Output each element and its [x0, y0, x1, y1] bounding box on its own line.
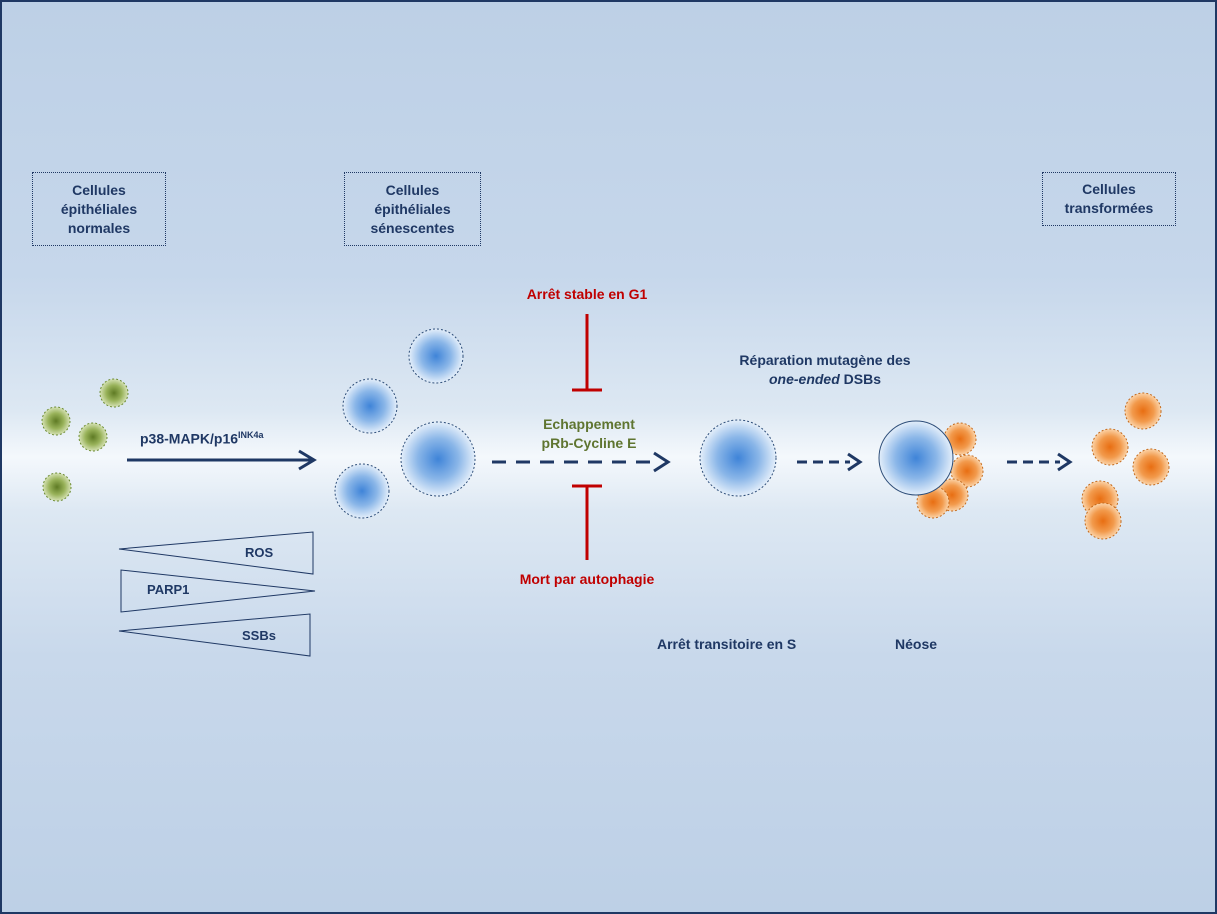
normal-label-line3: normales: [67, 219, 131, 236]
pathway-main: p38-MAPK/p16: [140, 430, 239, 447]
neosis-label: Néose: [895, 636, 938, 652]
transformed-label-line1: Cellules: [1082, 181, 1136, 197]
ros-gradient-triangle: [118, 531, 314, 575]
senescent-cell: [334, 463, 390, 519]
senescent-cells: [334, 328, 476, 519]
pathway-label: p38-MAPK/p16INK4a: [140, 426, 264, 449]
senescent-cell: [400, 421, 476, 497]
transformed-cells-label: Cellules transformées: [1042, 172, 1176, 226]
escape-line2: pRb-Cycline E: [541, 435, 637, 451]
escape-label: Echappement pRb-Cycline E: [542, 415, 637, 453]
repair-rest: DSBs: [839, 371, 881, 387]
senescent-label-line1: Cellules: [385, 181, 440, 198]
transformed-cell: [1124, 392, 1162, 430]
g1-arrest-label: Arrêt stable en G1: [526, 286, 648, 302]
s-phase-cell: [699, 419, 777, 497]
neosis-mother-cell: [878, 420, 954, 496]
repair-line2: one-ended DSBs: [739, 370, 910, 389]
parp1-gradient-triangle: [120, 569, 316, 613]
repair-line1: Réparation mutagène des: [739, 352, 911, 368]
parp1-label: PARP1: [147, 582, 190, 597]
ssbs-label: SSBs: [242, 628, 276, 643]
senescent-cell: [408, 328, 464, 384]
s-arrest-label: Arrêt transitoire en S: [657, 636, 797, 652]
transformed-cell: [1084, 502, 1122, 540]
normal-cell: [99, 378, 129, 408]
ros-label: ROS: [245, 545, 274, 560]
normal-label-line2: épithéliales: [60, 200, 138, 217]
normal-label-line1: Cellules: [72, 181, 126, 198]
senescent-cells-label: Cellules épithéliales sénescentes: [344, 172, 481, 246]
transformed-label-line2: transformées: [1064, 200, 1154, 216]
senescent-label-line2: épithéliales: [374, 200, 451, 217]
repair-label: Réparation mutagène des one-ended DSBs: [739, 351, 910, 389]
senescent-label-line3: sénescentes: [370, 219, 455, 236]
escape-line1: Echappement: [543, 416, 635, 432]
normal-cell: [78, 422, 108, 452]
repair-dashed-arrow: [797, 452, 863, 472]
ssbs-gradient-triangle: [118, 613, 311, 657]
normal-cell: [41, 406, 71, 436]
autophagy-death-label: Mort par autophagie: [519, 571, 655, 587]
inhibition-top: [572, 314, 602, 392]
normal-cells: [41, 378, 129, 502]
inhibition-bottom: [572, 484, 602, 560]
senescent-cell: [342, 378, 398, 434]
normal-cells-label: Cellules épithéliales normales: [32, 172, 166, 246]
p38-pathway-arrow: [127, 449, 317, 471]
pathway-superscript: INK4a: [238, 430, 264, 440]
escape-dashed-arrow: [492, 451, 671, 473]
transformed-cells: [1081, 392, 1170, 540]
repair-italic: one-ended: [768, 371, 840, 387]
normal-cell: [42, 472, 72, 502]
transformed-cell: [1132, 448, 1170, 486]
neosis-cluster: [878, 420, 984, 519]
transform-dashed-arrow: [1007, 452, 1073, 472]
transformed-cell: [1091, 428, 1129, 466]
